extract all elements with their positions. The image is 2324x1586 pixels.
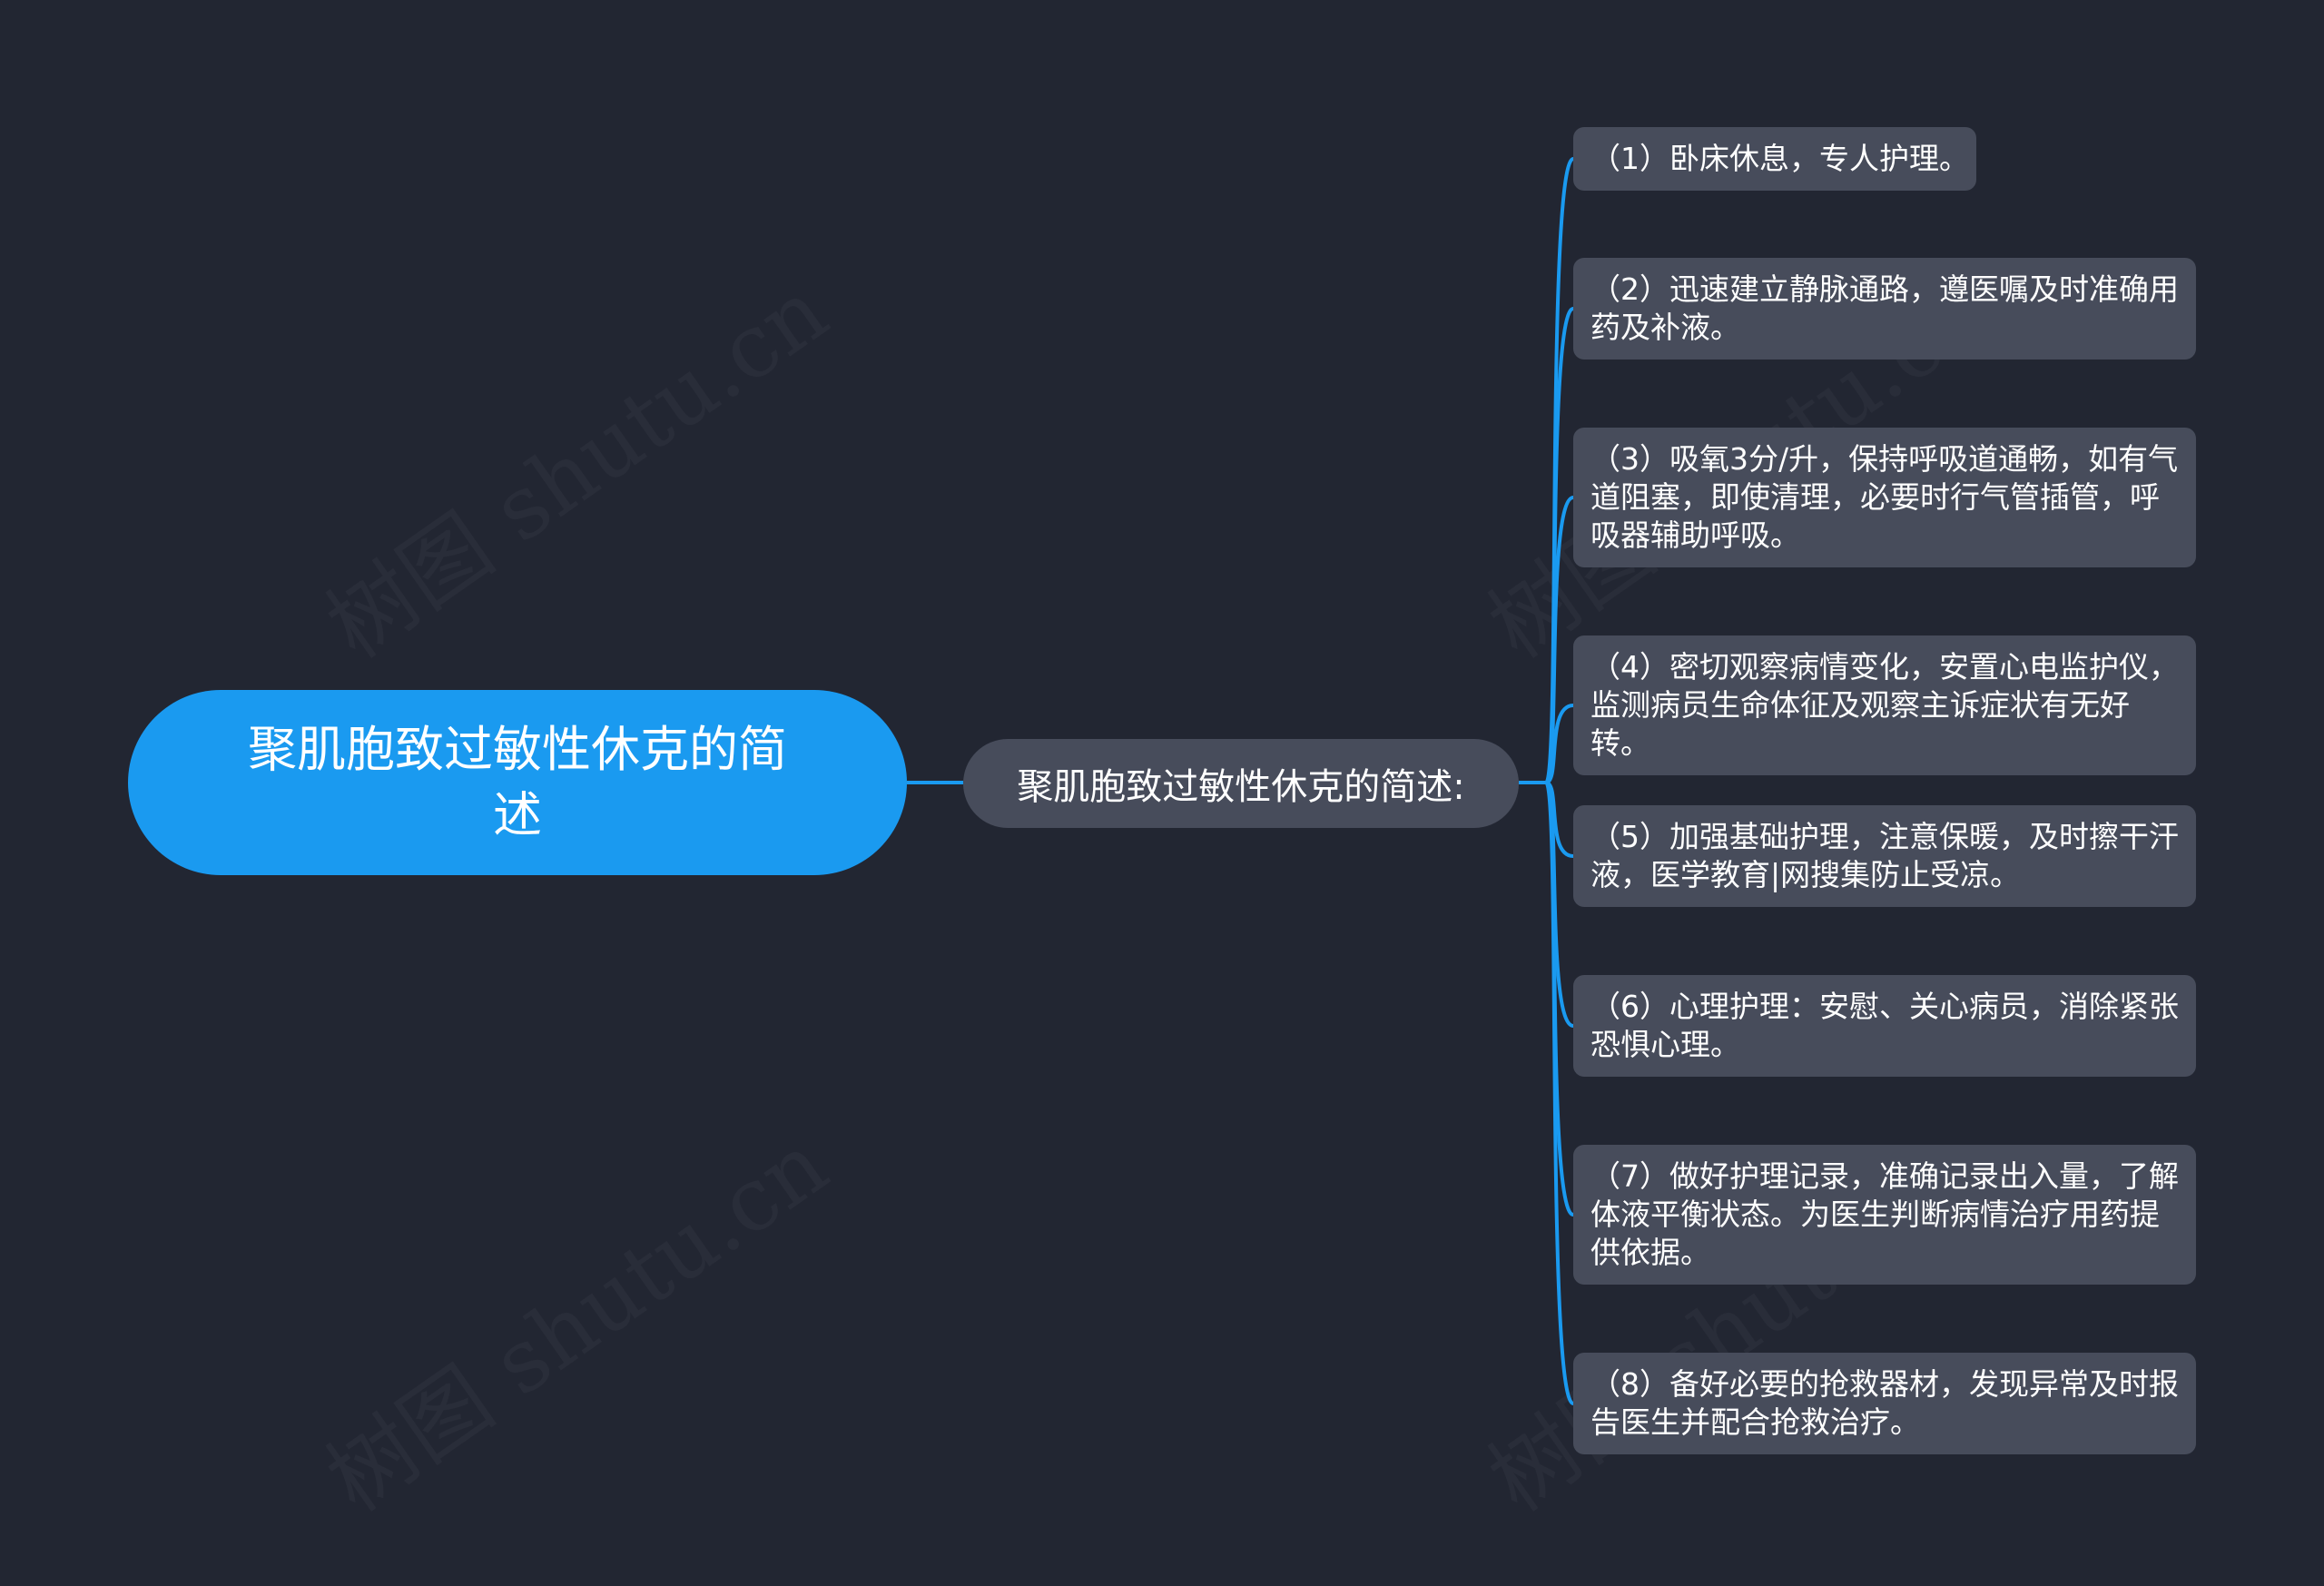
leaf-connector-1 bbox=[1544, 157, 1575, 784]
leaf-topic-7[interactable]: （7）做好护理记录，准确记录出入量，了解体液平衡状态。为医生判断病情治疗用药提供… bbox=[1573, 1145, 2196, 1285]
leaf-topic-label: （1）卧床休息，专人护理。 bbox=[1590, 141, 1969, 176]
leaf-topic-6[interactable]: （6）心理护理：安慰、关心病员，消除紧张恐惧心理。 bbox=[1573, 975, 2196, 1077]
leaf-topic-label: （2）迅速建立静脉通路，遵医嘱及时准确用药及补液。 bbox=[1590, 271, 2179, 345]
branch-topic[interactable]: 聚肌胞致过敏性休克的简述: bbox=[963, 739, 1519, 828]
leaf-topic-8[interactable]: （8）备好必要的抢救器材，发现异常及时报告医生并配合抢救治疗。 bbox=[1573, 1353, 2196, 1454]
leaf-topic-label: （3）吸氧3分/升，保持呼吸道通畅，如有气道阻塞，即使清理，必要时行气管插管，呼… bbox=[1590, 441, 2179, 553]
leaf-connector-4 bbox=[1545, 704, 1574, 784]
leaf-topic-4[interactable]: （4）密切观察病情变化，安置心电监护仪，监测病员生命体征及观察主诉症状有无好转。 bbox=[1573, 635, 2196, 775]
leaf-topic-5[interactable]: （5）加强基础护理，注意保暖，及时擦干汗液，医学教育|网搜集防止受凉。 bbox=[1573, 805, 2196, 907]
leaf-topic-3[interactable]: （3）吸氧3分/升，保持呼吸道通畅，如有气道阻塞，即使清理，必要时行气管插管，呼… bbox=[1573, 428, 2196, 567]
leaf-topic-label: （7）做好护理记录，准确记录出入量，了解体液平衡状态。为医生判断病情治疗用药提供… bbox=[1590, 1158, 2179, 1270]
leaf-topic-1[interactable]: （1）卧床休息，专人护理。 bbox=[1573, 127, 1976, 191]
leaf-topic-label: （6）心理护理：安慰、关心病员，消除紧张恐惧心理。 bbox=[1590, 989, 2179, 1062]
leaf-topic-label: （4）密切观察病情变化，安置心电监护仪，监测病员生命体征及观察主诉症状有无好转。 bbox=[1590, 649, 2179, 761]
leaf-topic-label: （5）加强基础护理，注意保暖，及时擦干汗液，医学教育|网搜集防止受凉。 bbox=[1590, 819, 2179, 892]
root-topic-label: 聚肌胞致过敏性休克的简述 bbox=[248, 721, 787, 843]
root-topic[interactable]: 聚肌胞致过敏性休克的简述 bbox=[128, 690, 907, 875]
leaf-connector-3 bbox=[1544, 496, 1574, 784]
leaf-topic-label: （8）备好必要的抢救器材，发现异常及时报告医生并配合抢救治疗。 bbox=[1590, 1366, 2179, 1440]
leaf-topic-2[interactable]: （2）迅速建立静脉通路，遵医嘱及时准确用药及补液。 bbox=[1573, 258, 2196, 360]
leaf-connectors bbox=[1544, 157, 1575, 1405]
leaf-connector-8 bbox=[1544, 781, 1575, 1405]
branch-topic-label: 聚肌胞致过敏性休克的简述: bbox=[1017, 766, 1465, 808]
